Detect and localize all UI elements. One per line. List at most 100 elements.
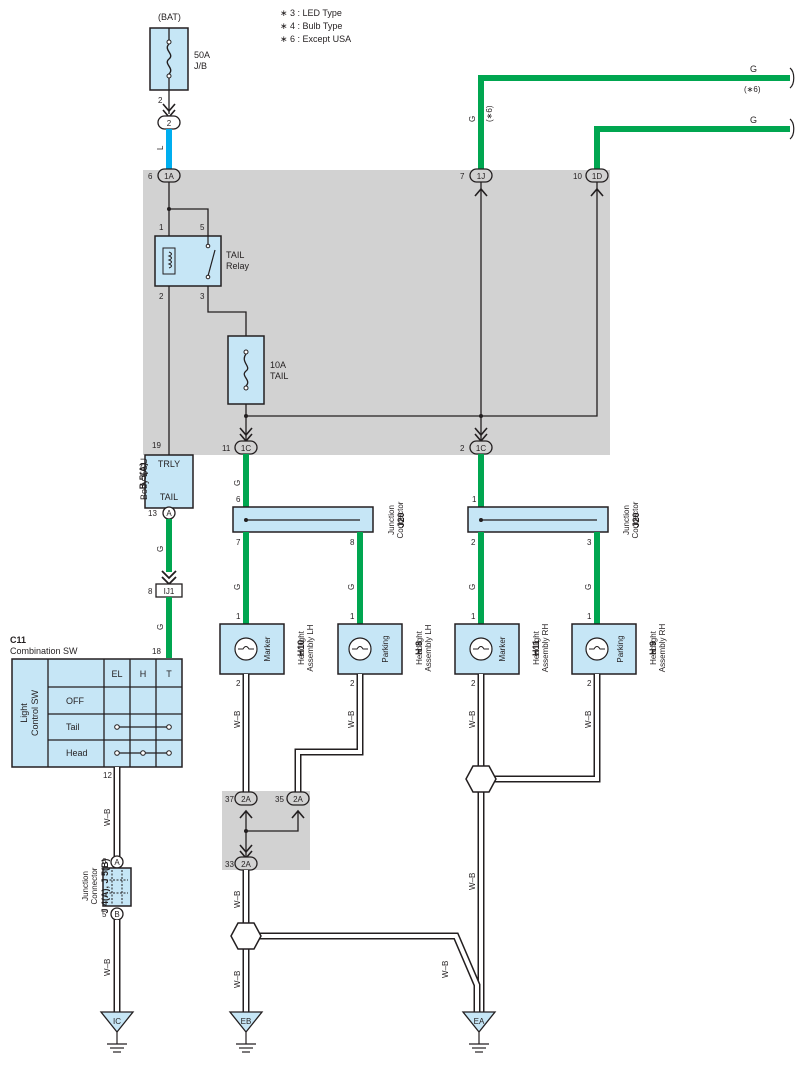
wire-green-out-2 — [594, 126, 790, 170]
connector-1c-right: 2 1C — [460, 440, 493, 455]
svg-text:G: G — [468, 584, 477, 590]
svg-text:G: G — [233, 480, 242, 486]
ground-eb: EB — [228, 1011, 264, 1053]
svg-text:2: 2 — [350, 679, 355, 688]
svg-text:1: 1 — [236, 612, 241, 621]
fuse-50a-location: J/B — [194, 61, 207, 71]
svg-text:H 8: H 8 — [414, 641, 424, 655]
svg-text:Headlight: Headlight — [532, 630, 541, 665]
svg-text:W–B: W–B — [233, 891, 242, 908]
out-2-color: G — [750, 115, 757, 125]
svg-text:Connector: Connector — [90, 867, 99, 904]
comb-sw-name: Combination SW — [10, 646, 78, 656]
svg-text:G: G — [156, 624, 165, 630]
svg-text:12: 12 — [103, 771, 112, 780]
svg-text:W–B: W–B — [103, 809, 112, 826]
svg-text:IC: IC — [113, 1017, 121, 1026]
svg-text:Headlight: Headlight — [649, 630, 658, 665]
body-ecu-tail: TAIL — [160, 492, 178, 502]
svg-text:G: G — [584, 584, 593, 590]
svg-text:A: A — [166, 509, 172, 518]
bulb-icon — [234, 637, 258, 661]
comb-row-tail: Tail — [66, 722, 80, 732]
comb-col-el: EL — [111, 669, 122, 679]
note-bulb-type: ∗ 4 : Bulb Type — [280, 21, 342, 31]
ground-ic: IC — [99, 1011, 135, 1053]
comb-row-head: Head — [66, 748, 88, 758]
svg-text:Assembly LH: Assembly LH — [424, 624, 433, 671]
fuse-10a-icon — [243, 349, 249, 391]
wire-1j-note: (∗6) — [485, 105, 494, 122]
svg-text:2A: 2A — [241, 860, 251, 869]
svg-text:2: 2 — [471, 679, 476, 688]
svg-text:EA: EA — [474, 1017, 485, 1026]
svg-text:1C: 1C — [476, 444, 486, 453]
svg-text:Junction: Junction — [622, 505, 631, 535]
svg-text:Headlight: Headlight — [297, 630, 306, 665]
relay-name: TAIL — [226, 250, 244, 260]
connector-1d: 10 1D — [573, 168, 609, 183]
svg-text:Assembly RH: Assembly RH — [541, 624, 550, 673]
note-except-usa: ∗ 6 : Except USA — [280, 34, 351, 44]
svg-text:Connector: Connector — [396, 501, 405, 538]
svg-text:Parking: Parking — [616, 635, 625, 662]
svg-text:Assembly LH: Assembly LH — [306, 624, 315, 671]
svg-text:8: 8 — [350, 538, 355, 547]
out-1-note: (∗6) — [744, 85, 761, 94]
tail-switch-contact-icon — [114, 724, 172, 730]
relay-sub: Relay — [226, 261, 250, 271]
svg-text:W–B: W–B — [441, 961, 450, 978]
svg-text:Parking: Parking — [381, 635, 390, 662]
battery-label: (BAT) — [158, 12, 181, 22]
comb-side-1: Light — [19, 703, 29, 723]
svg-text:1C: 1C — [241, 444, 251, 453]
body-ecu-code: B 5(A) — [138, 463, 148, 490]
svg-text:13: 13 — [148, 509, 157, 518]
note-led-type: ∗ 3 : LED Type — [280, 8, 342, 18]
svg-text:1: 1 — [159, 223, 164, 232]
svg-text:G: G — [347, 584, 356, 590]
bulb-icon — [469, 637, 493, 661]
bulb-icon — [585, 637, 609, 661]
svg-text:G: G — [156, 546, 165, 552]
connector-1a: 6 1A — [148, 168, 181, 183]
comb-side-2: Control SW — [30, 689, 40, 736]
svg-text:2: 2 — [471, 538, 476, 547]
svg-text:IJ1: IJ1 — [164, 587, 175, 596]
svg-text:W–B: W–B — [584, 711, 593, 728]
svg-text:Connector: Connector — [631, 501, 640, 538]
junction-connector-j4-j5 — [102, 867, 132, 907]
svg-text:1: 1 — [471, 612, 476, 621]
svg-text:Marker: Marker — [263, 636, 272, 661]
splice-point-left — [230, 922, 262, 950]
svg-text:5: 5 — [102, 910, 107, 919]
svg-text:37: 37 — [225, 795, 234, 804]
svg-text:W–B: W–B — [233, 971, 242, 988]
svg-text:18: 18 — [152, 647, 161, 656]
svg-text:H11: H11 — [531, 640, 541, 656]
relay-coil-icon — [162, 247, 176, 275]
svg-text:11: 11 — [222, 444, 231, 453]
comb-col-t: T — [166, 669, 172, 679]
connector-2a-37: 37 2A — [225, 791, 258, 806]
svg-text:6: 6 — [148, 172, 153, 181]
fuse-10a-box — [227, 335, 265, 405]
svg-text:35: 35 — [275, 795, 284, 804]
svg-text:6: 6 — [236, 495, 241, 504]
fuse-50a-rating: 50A — [194, 50, 210, 60]
svg-text:33: 33 — [225, 860, 234, 869]
svg-text:H10: H10 — [296, 640, 306, 657]
comb-row-off: OFF — [66, 696, 84, 706]
svg-text:W–B: W–B — [468, 711, 477, 728]
fuse-50a-icon — [166, 39, 172, 79]
fuse-10a-name: TAIL — [270, 371, 288, 381]
svg-text:2: 2 — [159, 292, 164, 301]
svg-text:W–B: W–B — [233, 711, 242, 728]
connector-1j: 7 1J — [460, 168, 493, 183]
combination-sw — [11, 658, 183, 768]
svg-text:2A: 2A — [241, 795, 251, 804]
wire-green-out-1 — [478, 75, 790, 170]
head-switch-contact-icon — [114, 750, 172, 756]
svg-text:2: 2 — [587, 679, 592, 688]
